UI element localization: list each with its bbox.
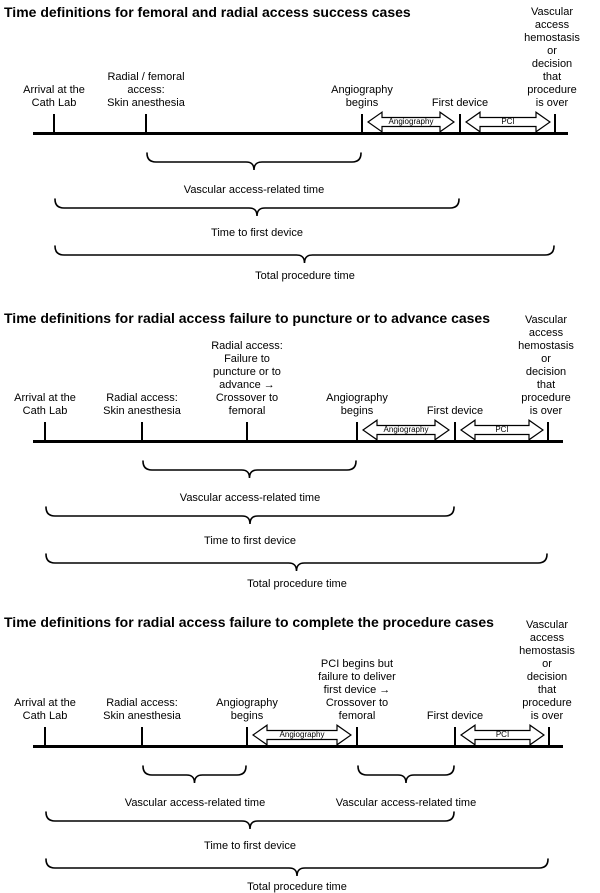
panel-title: Time definitions for femoral and radial … bbox=[4, 4, 411, 20]
event-label-first-device: First device bbox=[426, 710, 484, 722]
timeline-tick bbox=[246, 727, 248, 747]
event-label-arrival: Arrival at the Cath Lab bbox=[23, 84, 85, 109]
double-arrow-icon bbox=[460, 724, 545, 746]
panel-title: Time definitions for radial access failu… bbox=[4, 310, 491, 326]
timeline-tick bbox=[459, 114, 461, 134]
underbrace-icon bbox=[142, 460, 357, 479]
event-label-hemostasis: Vascular access hemostasis or decision t… bbox=[518, 314, 574, 417]
duration-label-first-device: Time to first device bbox=[211, 227, 303, 239]
underbrace-icon bbox=[45, 858, 549, 877]
event-label-access: Radial / femoral access: Skin anesthesia bbox=[107, 71, 185, 109]
duration-label-vascular-1: Vascular access-related time bbox=[124, 797, 266, 809]
timeline-tick bbox=[548, 727, 550, 747]
event-label-arrival: Arrival at the Cath Lab bbox=[14, 697, 76, 722]
event-label-access: Radial access: Skin anesthesia bbox=[103, 697, 181, 722]
duration-label-first-device: Time to first device bbox=[204, 535, 296, 547]
duration-label-total: Total procedure time bbox=[255, 270, 355, 282]
timeline-tick bbox=[454, 422, 456, 442]
event-label-arrival: Arrival at the Cath Lab bbox=[14, 392, 76, 417]
pci-phase-arrow: PCI bbox=[460, 724, 545, 746]
phase-arrow-label: Angiography bbox=[279, 729, 325, 739]
timeline-tick bbox=[44, 422, 46, 442]
double-arrow-icon bbox=[252, 724, 352, 746]
double-arrow-icon bbox=[465, 111, 551, 133]
underbrace-icon bbox=[146, 152, 362, 171]
pci-phase-arrow: PCI bbox=[465, 111, 551, 133]
duration-label-first-device: Time to first device bbox=[204, 840, 296, 852]
underbrace-icon bbox=[45, 553, 548, 572]
timeline-tick bbox=[53, 114, 55, 134]
event-label-angiography: Angiography begins bbox=[216, 697, 278, 722]
underbrace-icon bbox=[54, 198, 460, 217]
event-label-hemostasis: Vascular access hemostasis or decision t… bbox=[524, 6, 580, 109]
phase-arrow-label: PCI bbox=[495, 729, 510, 739]
timeline-tick bbox=[454, 727, 456, 747]
phase-arrow-label: Angiography bbox=[383, 424, 429, 434]
double-arrow-icon bbox=[367, 111, 455, 133]
underbrace-icon bbox=[54, 245, 555, 264]
duration-label-total: Total procedure time bbox=[247, 881, 347, 893]
timeline-tick bbox=[141, 727, 143, 747]
event-label-crossover: Radial access: Failure to puncture or to… bbox=[211, 340, 283, 417]
timeline-tick bbox=[547, 422, 549, 442]
timeline-tick bbox=[361, 114, 363, 134]
event-label-first-device: First device bbox=[431, 97, 489, 109]
underbrace-icon bbox=[142, 765, 247, 784]
timeline-tick bbox=[141, 422, 143, 442]
phase-arrow-label: Angiography bbox=[388, 116, 434, 126]
timeline-tick bbox=[246, 422, 248, 442]
pci-phase-arrow: PCI bbox=[460, 419, 544, 441]
event-label-first-device: First device bbox=[426, 405, 484, 417]
panel-title: Time definitions for radial access failu… bbox=[4, 614, 494, 630]
angiography-phase-arrow: Angiography bbox=[252, 724, 352, 746]
event-label-angiography: Angiography begins bbox=[331, 84, 393, 109]
duration-label-vascular: Vascular access-related time bbox=[183, 184, 325, 196]
event-label-hemostasis: Vascular access hemostasis or decision t… bbox=[519, 619, 575, 722]
angiography-phase-arrow: Angiography bbox=[367, 111, 455, 133]
timeline bbox=[33, 440, 563, 443]
timeline bbox=[33, 745, 563, 748]
phase-arrow-label: PCI bbox=[495, 424, 509, 434]
double-arrow-icon bbox=[362, 419, 450, 441]
event-label-angiography: Angiography begins bbox=[326, 392, 388, 417]
phase-arrow-label: PCI bbox=[501, 116, 515, 126]
event-label-crossover: PCI begins but failure to deliver first … bbox=[318, 658, 396, 722]
timeline-tick bbox=[44, 727, 46, 747]
angiography-phase-arrow: Angiography bbox=[362, 419, 450, 441]
underbrace-icon bbox=[45, 811, 455, 830]
duration-label-total: Total procedure time bbox=[247, 578, 347, 590]
double-arrow-icon bbox=[460, 419, 544, 441]
event-label-access: Radial access: Skin anesthesia bbox=[103, 392, 181, 417]
duration-label-vascular-2: Vascular access-related time bbox=[335, 797, 477, 809]
timeline-tick bbox=[145, 114, 147, 134]
timeline-tick bbox=[356, 422, 358, 442]
timeline-tick bbox=[554, 114, 556, 134]
underbrace-icon bbox=[357, 765, 455, 784]
duration-label-vascular: Vascular access-related time bbox=[179, 492, 321, 504]
underbrace-icon bbox=[45, 506, 455, 525]
timeline-tick bbox=[356, 727, 358, 747]
timeline bbox=[33, 132, 568, 135]
